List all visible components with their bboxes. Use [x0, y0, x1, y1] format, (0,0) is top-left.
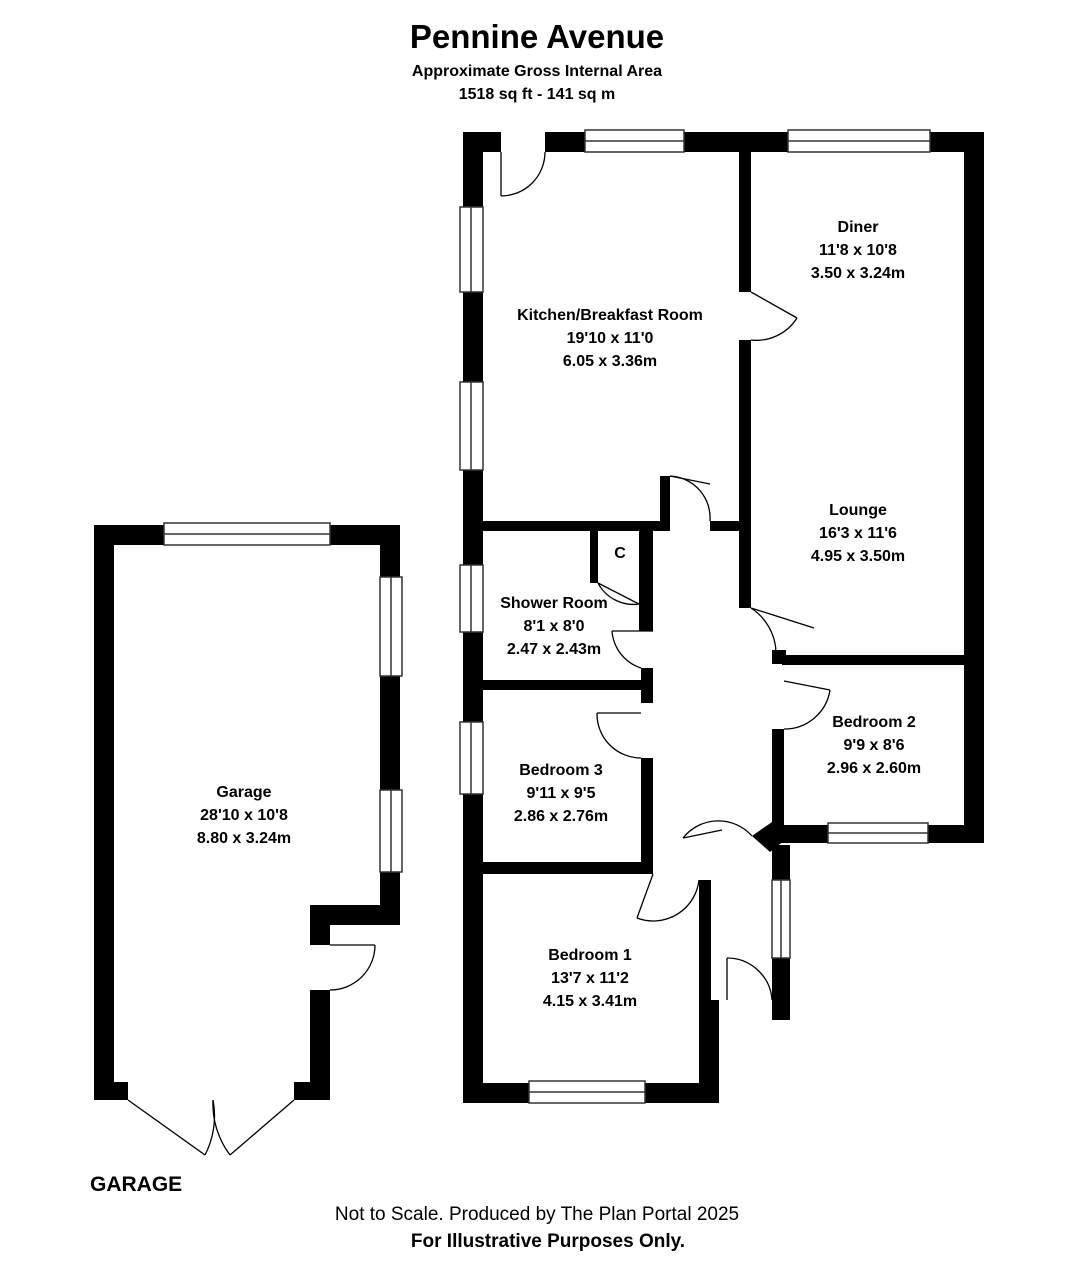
bedroom3-metric: 2.86 x 2.76m [514, 808, 608, 825]
bedroom3-name: Bedroom 3 [519, 762, 603, 779]
garage-name: Garage [216, 784, 271, 801]
room-label-shower: Shower Room 8'1 x 8'0 2.47 x 2.43m [500, 595, 608, 658]
room-label-bedroom2: Bedroom 2 9'9 x 8'6 2.96 x 2.60m [827, 714, 921, 777]
shower-name: Shower Room [500, 595, 608, 612]
bedroom3-imperial: 9'11 x 9'5 [526, 785, 595, 802]
garage-metric: 8.80 x 3.24m [197, 830, 291, 847]
room-label-kitchen: Kitchen/Breakfast Room 19'10 x 11'0 6.05… [517, 307, 703, 370]
bedroom1-metric: 4.15 x 3.41m [543, 993, 637, 1010]
plan-subtitle: Approximate Gross Internal Area [412, 63, 662, 80]
diner-name: Diner [838, 219, 879, 236]
kitchen-imperial: 19'10 x 11'0 [567, 330, 654, 347]
kitchen-metric: 6.05 x 3.36m [563, 353, 657, 370]
garage-section-label: GARAGE [90, 1173, 182, 1196]
footer-disclaimer: Not to Scale. Produced by The Plan Porta… [335, 1204, 739, 1225]
plan-area: 1518 sq ft - 141 sq m [459, 86, 616, 103]
house-walls [463, 132, 984, 1103]
footer-illustrative: For Illustrative Purposes Only. [411, 1231, 685, 1252]
room-label-diner: Diner 11'8 x 10'8 3.50 x 3.24m [811, 219, 905, 282]
garage-walls [94, 525, 400, 1100]
diner-metric: 3.50 x 3.24m [811, 265, 905, 282]
shower-imperial: 8'1 x 8'0 [524, 618, 585, 635]
bedroom2-metric: 2.96 x 2.60m [827, 760, 921, 777]
lounge-metric: 4.95 x 3.50m [811, 548, 905, 565]
house-doors [500, 151, 831, 1001]
diner-imperial: 11'8 x 10'8 [819, 242, 897, 259]
shower-metric: 2.47 x 2.43m [507, 641, 601, 658]
kitchen-name: Kitchen/Breakfast Room [517, 307, 703, 324]
house-windows [459, 129, 931, 1104]
lounge-name: Lounge [829, 502, 887, 519]
lounge-imperial: 16'3 x 11'6 [819, 525, 897, 542]
room-label-garage: Garage 28'10 x 10'8 8.80 x 3.24m [197, 784, 291, 847]
bedroom1-imperial: 13'7 x 11'2 [551, 970, 629, 987]
bedroom2-name: Bedroom 2 [832, 714, 916, 731]
bedroom1-name: Bedroom 1 [548, 947, 632, 964]
garage-doors [127, 944, 376, 1156]
room-label-bedroom3: Bedroom 3 9'11 x 9'5 2.86 x 2.76m [514, 762, 608, 825]
plan-title: Pennine Avenue [410, 18, 664, 55]
cupboard-label: C [614, 545, 626, 562]
garage-imperial: 28'10 x 10'8 [200, 807, 288, 824]
bedroom2-imperial: 9'9 x 8'6 [844, 737, 905, 754]
room-label-lounge: Lounge 16'3 x 11'6 4.95 x 3.50m [811, 502, 905, 565]
room-label-bedroom1: Bedroom 1 13'7 x 11'2 4.15 x 3.41m [543, 947, 637, 1010]
garage-windows [163, 522, 403, 873]
